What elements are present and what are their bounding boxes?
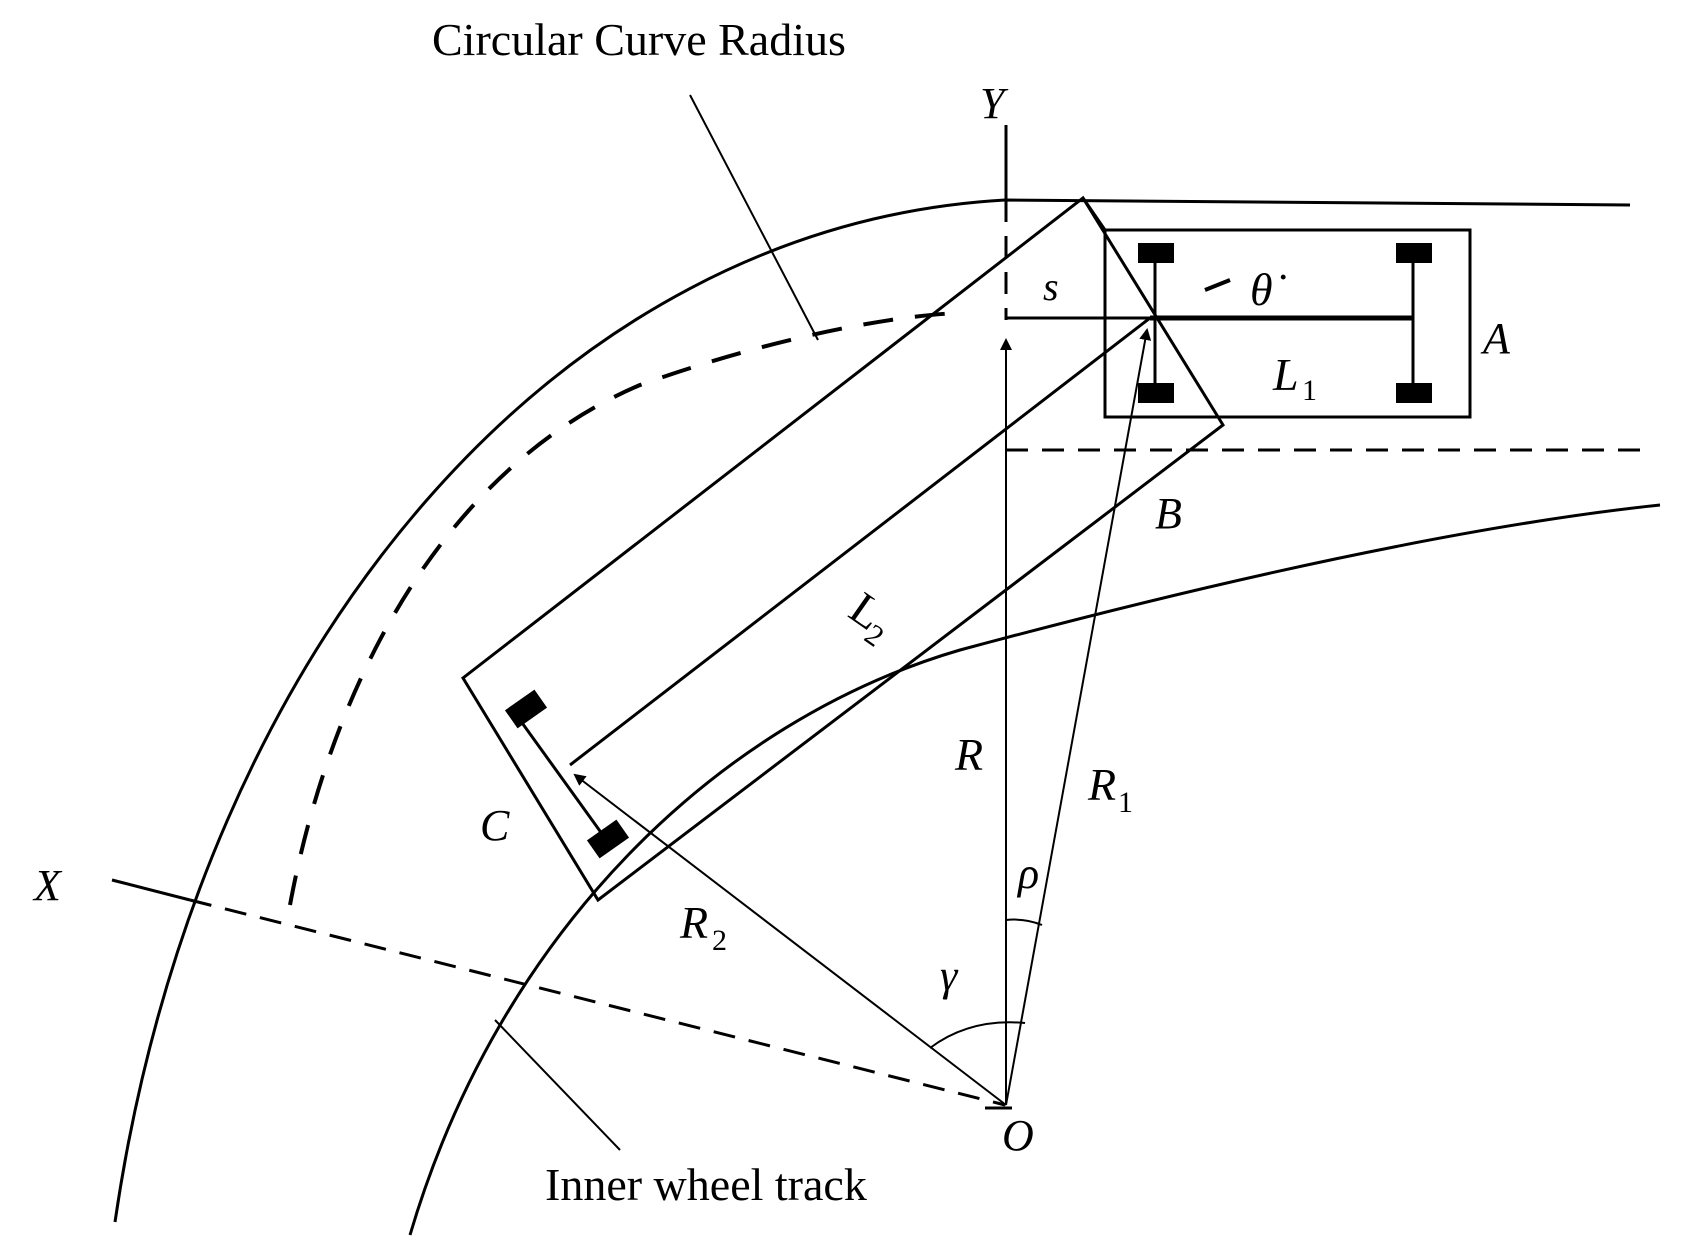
trailer-centerline [569, 316, 1151, 767]
trailer-wheel-icon [504, 689, 548, 729]
angle-gamma-label: γ [940, 951, 959, 1000]
radius-r2-subscript: 2 [712, 924, 727, 957]
point-a-label: A [1480, 314, 1511, 363]
inner-road-edge [408, 503, 1661, 1236]
theta-tick [1204, 278, 1231, 292]
trailer-rear-axle [518, 719, 607, 839]
trailer-wheel-icon [586, 819, 630, 859]
radius-r-label: R [954, 729, 983, 780]
tractor-wheel-icon [1138, 243, 1174, 263]
circular-curve-radius-leader [689, 94, 819, 341]
radius-r2-line [573, 773, 1007, 1106]
axis-y-label: Y [980, 79, 1009, 128]
l1-subscript: 1 [1302, 374, 1317, 407]
trailer-hitch-line [1081, 197, 1107, 231]
radius-r1-label: R [1087, 759, 1116, 810]
x-axis-dashed [189, 898, 1006, 1107]
inner-wheel-track-label: Inner wheel track [545, 1159, 867, 1210]
radius-r2-label: R [679, 897, 708, 948]
inner-wheel-track-leader [494, 1019, 621, 1151]
tractor-body [1103, 228, 1472, 419]
angle-rho-arc [1005, 918, 1043, 926]
outer-road-edge [113, 198, 1631, 1223]
lane-center-dashed-line [288, 311, 961, 906]
offset-s-label: s [1043, 264, 1059, 309]
tractor-wheel-icon [1396, 243, 1432, 263]
circular-curve-radius-label: Circular Curve Radius [432, 14, 846, 65]
angle-gamma-arc [929, 1021, 1026, 1049]
l1-label: L [1272, 349, 1299, 400]
origin-label: O [1002, 1111, 1034, 1160]
point-c-label: C [480, 801, 510, 850]
x-axis [111, 878, 191, 902]
trailer-body [461, 195, 1225, 903]
radius-r1-line [1005, 328, 1152, 1106]
axis-x-label: X [32, 861, 63, 910]
point-b-label: B [1155, 489, 1182, 538]
angle-rho-label: ρ [1016, 849, 1039, 898]
radius-r1-subscript: 1 [1118, 786, 1133, 819]
tractor-wheel-icon [1396, 383, 1432, 403]
tractor-wheel-icon [1138, 383, 1174, 403]
theta-dot-label: θ̇ [1250, 264, 1287, 315]
